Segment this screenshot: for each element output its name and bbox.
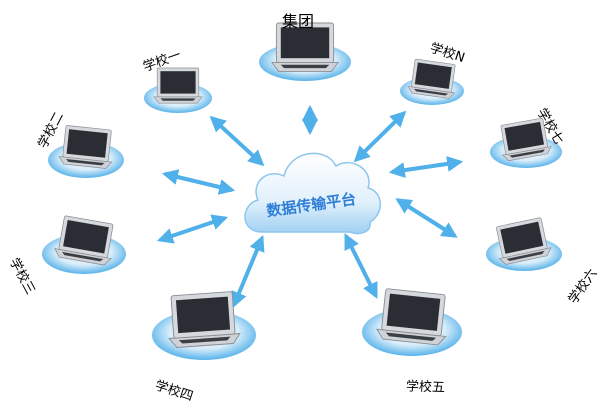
- connection-arrows: [156, 104, 464, 308]
- laptop-icon: [376, 288, 447, 346]
- arrow-school-1: [209, 115, 265, 167]
- laptop-icon: [271, 22, 339, 72]
- node-label-hub: 集团: [282, 12, 315, 31]
- data-platform-cloud: 数据传输平台: [244, 152, 381, 235]
- laptop-icon: [58, 125, 113, 169]
- node-label-school-5: 学校五: [405, 379, 446, 396]
- node-3: [42, 215, 126, 274]
- node-n: [400, 58, 464, 105]
- arrow-school-6: [395, 198, 458, 238]
- arrow-school-n: [353, 110, 407, 163]
- node-2: [48, 125, 124, 178]
- arrow-school-7: [388, 155, 464, 179]
- arrow-school-3: [156, 214, 229, 244]
- laptop-icon: [407, 58, 456, 99]
- arrow-school-5: [344, 233, 378, 299]
- cloud-shape: [244, 152, 381, 235]
- node-1: [144, 67, 212, 113]
- laptop-icon: [168, 291, 241, 348]
- laptop-icon: [496, 217, 552, 265]
- node-4: [152, 291, 256, 360]
- node-hub: [259, 22, 351, 81]
- nodes-layer: [42, 22, 562, 360]
- node-5: [362, 288, 462, 356]
- arrow-school-2: [161, 169, 236, 195]
- laptop-icon: [500, 118, 552, 162]
- laptop-icon: [54, 215, 114, 266]
- node-6: [486, 217, 562, 271]
- laptop-icon: [153, 67, 203, 104]
- arrow-school-4: [231, 235, 265, 308]
- node-7: [490, 118, 562, 168]
